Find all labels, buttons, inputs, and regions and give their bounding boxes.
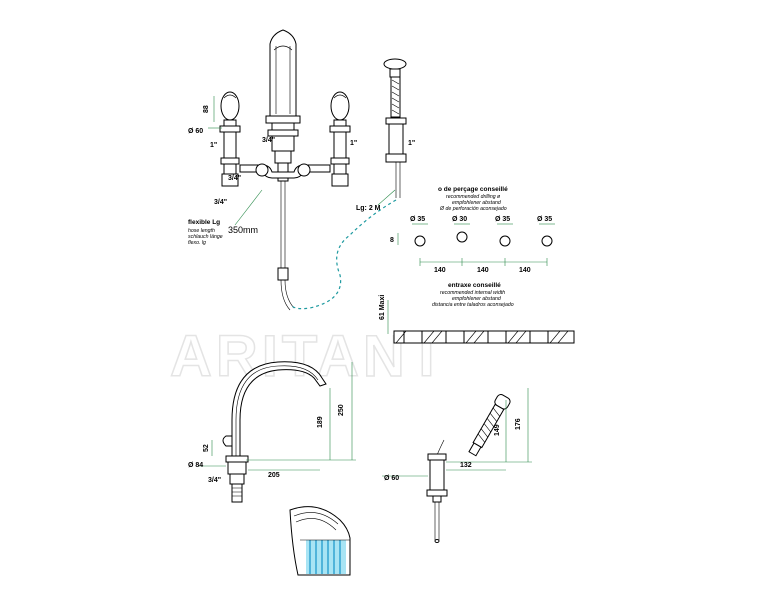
spout-dimension-lines [198, 362, 356, 471]
spout-length-205: 205 [268, 472, 280, 479]
entraxe-title: entraxe conseillé [448, 282, 501, 289]
flexible-length-sub3: flexo. lg [188, 240, 206, 246]
drill-dia-1: Ø 35 [410, 216, 425, 223]
entraxe-maxi: 61 Maxi [379, 295, 386, 320]
connection-pipes [239, 163, 331, 179]
dim-34-left: 3/4" [228, 175, 241, 182]
drilling-sub3: Ø de perforación aconsejado [439, 206, 507, 212]
entraxe-sub2: empfohlener abstand [452, 296, 502, 302]
shower-height-149: 149 [494, 424, 501, 436]
entraxe-section: entraxe conseillé recommended internal w… [379, 282, 575, 344]
shower-height-176: 176 [515, 418, 522, 430]
dim-1in-shower: 1" [408, 140, 415, 147]
drill-spacing-1: 140 [434, 267, 446, 274]
drill-holes [397, 223, 555, 266]
dim-34-bottom: 3/4" [214, 199, 227, 206]
dim-1in-left: 1" [210, 142, 217, 149]
shower-hose-dashed [291, 199, 397, 310]
spout-drawing: 250 189 52 Ø 84 205 3/4" [188, 361, 356, 503]
hand-shower-holder [383, 58, 407, 198]
spout-thread: 3/4" [208, 477, 221, 484]
hose-length-label: Lg: 2 M [356, 205, 381, 212]
dim-88: 88 [203, 105, 210, 113]
shower-dimension-lines [382, 388, 532, 477]
dim-1in-right: 1" [350, 140, 357, 147]
aerator-detail [289, 506, 351, 576]
drill-dia-2: Ø 30 [452, 216, 467, 223]
drilling-sub2: empfohlener abstand [452, 200, 502, 206]
left-handle-valve [219, 91, 241, 187]
spout-height-250: 250 [338, 404, 345, 416]
central-spout-column [265, 29, 301, 182]
drilling-sub1: recommended drilling ø [446, 194, 501, 200]
shower-diameter-60: Ø 60 [384, 475, 399, 482]
drilling-title: o de perçage conseillé [438, 186, 508, 193]
right-handle-valve [329, 91, 351, 187]
drill-dia-3: Ø 35 [495, 216, 510, 223]
dim-dia-60: Ø 60 [188, 128, 203, 135]
countertop-section [393, 330, 575, 344]
shower-length-132: 132 [460, 462, 472, 469]
spout-height-189: 189 [317, 416, 324, 428]
dim-34-top: 3/4" [262, 137, 275, 144]
entraxe-sub1: recommended internal width [440, 290, 505, 296]
spout-height-52: 52 [203, 444, 210, 452]
flexible-hose [277, 181, 295, 311]
spout-diameter-84: Ø 84 [188, 462, 203, 469]
flexible-length-sub1: hose length [188, 228, 215, 234]
assembly-dimension-lines [208, 96, 396, 226]
drill-spacing-3: 140 [519, 267, 531, 274]
flexible-length-value: 350mm [228, 225, 258, 235]
flexible-length-title: flexible Lg [188, 219, 220, 226]
drill-spacing-2: 140 [477, 267, 489, 274]
entraxe-sub3: distancia entre taladros aconsejado [432, 302, 514, 308]
faucet-assembly: 88 Ø 60 1" 3/4" 3/4" 3/4" 1" 1" flexible… [188, 29, 415, 311]
hand-shower-drawing: 176 149 132 Ø 60 [382, 388, 532, 543]
drill-dia-4: Ø 35 [537, 216, 552, 223]
drilling-section: o de perçage conseillé recommended drill… [390, 186, 555, 274]
flexible-length-sub2: schlauch länge [188, 234, 223, 240]
drill-side-8: 8 [390, 237, 394, 244]
